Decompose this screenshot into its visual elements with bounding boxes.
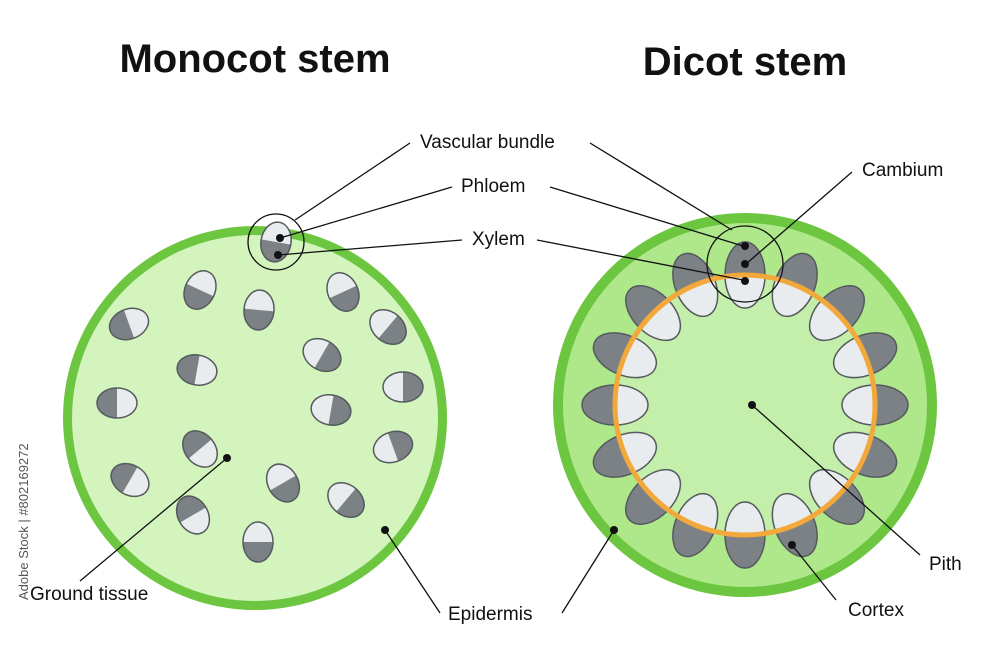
vascular-bundle-label: Vascular bundle — [420, 132, 555, 153]
bundle-outline — [176, 354, 218, 386]
pith-leader — [751, 404, 921, 556]
dicot-cambium-dot — [741, 260, 749, 268]
dicot-xylem-dot — [741, 277, 749, 285]
phloem-region — [97, 388, 117, 418]
monocot-bundle-9 — [96, 387, 138, 419]
monocot-bundle-highlight — [247, 213, 305, 271]
cambium-label: Cambium — [862, 160, 943, 181]
pith-dot — [748, 401, 756, 409]
epidermis-label: Epidermis — [448, 604, 532, 625]
bundle-outline — [326, 272, 360, 312]
phloem-region — [725, 535, 765, 568]
cortex-label: Cortex — [848, 600, 904, 621]
bundle-outline — [108, 307, 150, 341]
dicot-stem — [553, 213, 937, 597]
phloem-region — [725, 242, 765, 275]
cortex-leader — [791, 544, 837, 601]
pith-label: Pith — [929, 554, 962, 575]
epidermis-leader-monocot — [384, 529, 441, 614]
monocot-xylem-dot — [274, 251, 282, 259]
bundle-outline — [369, 309, 407, 345]
bundle-outline — [260, 221, 292, 263]
bundle-outline — [110, 462, 150, 498]
bundle-outline — [327, 482, 365, 518]
ground-tissue-label: Ground tissue — [30, 584, 148, 605]
bundle-outline — [96, 387, 138, 419]
xylem-leader-dicot — [536, 239, 744, 281]
bundle-outline — [183, 270, 217, 310]
cortex-dot — [788, 541, 796, 549]
xylem-label: Xylem — [472, 229, 525, 250]
bundle-outline — [182, 430, 218, 468]
phloem-label: Phloem — [461, 176, 525, 197]
monocot-bundle-10 — [382, 371, 424, 403]
monocot-phloem-dot — [276, 234, 284, 242]
ground-tissue-dot — [223, 454, 231, 462]
dicot-phloem-dot — [741, 242, 749, 250]
bundle-outline — [382, 371, 424, 403]
vascular-bundle-leader-monocot — [294, 142, 411, 221]
bundle-outline — [372, 430, 414, 464]
monocot-bundle-18 — [242, 521, 274, 563]
bundle-outline — [310, 394, 352, 426]
dicot-bundle-highlight — [706, 225, 784, 303]
xylem-leader-monocot — [277, 239, 463, 256]
monocot-epidermis-dot — [381, 526, 389, 534]
phloem-leader-dicot — [549, 186, 744, 247]
phloem-leader-monocot — [279, 186, 453, 239]
monocot-title: Monocot stem — [119, 37, 390, 81]
monocot-stem — [63, 221, 447, 610]
bundle-outline — [243, 289, 275, 331]
phloem-region — [403, 372, 423, 402]
bundle-outline — [302, 337, 342, 373]
cambium-leader — [745, 171, 853, 265]
bundle-outline — [242, 521, 274, 563]
leader-dots — [223, 234, 796, 549]
vascular-bundle-leader-dicot — [589, 142, 733, 231]
ground-tissue-leader — [79, 457, 228, 582]
stock-side-text: Adobe Stock | #802169272 — [16, 443, 31, 600]
bundle-outline — [265, 463, 301, 503]
epidermis-leader-dicot — [561, 529, 615, 614]
leader-lines — [79, 142, 921, 614]
dicot-pith — [615, 275, 875, 535]
dicot-title: Dicot stem — [643, 40, 848, 84]
cambium-ring — [612, 272, 878, 538]
bundle-outline — [175, 495, 211, 535]
dicot-epidermis-dot — [610, 526, 618, 534]
